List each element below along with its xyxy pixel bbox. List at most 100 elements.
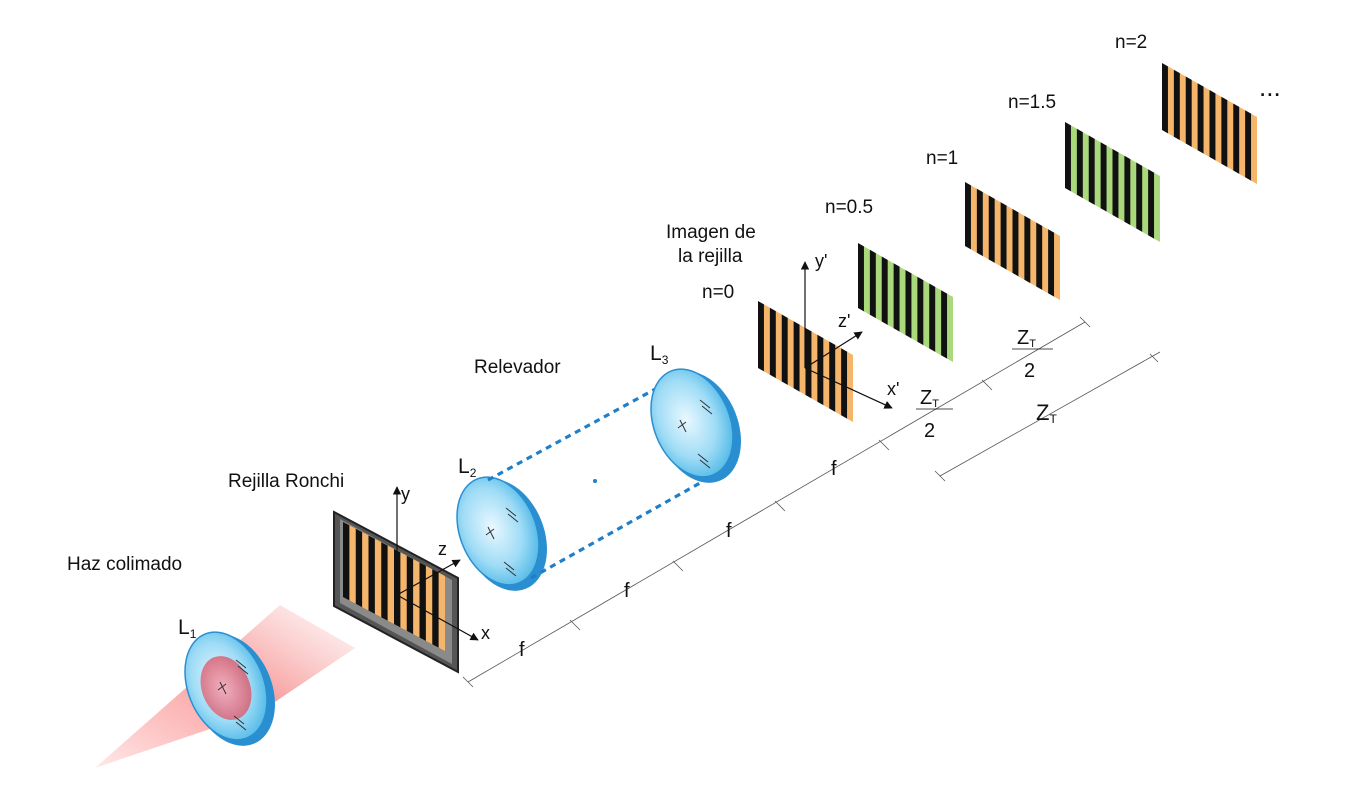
grating-stripe [1148, 122, 1155, 242]
grating-stripe [1012, 182, 1019, 300]
grating-stripe [1142, 122, 1149, 242]
lens-L3 [650, 368, 741, 483]
grating-stripe [349, 522, 357, 651]
label-f-4: f [831, 458, 837, 480]
label-zt-half-1-num: ZT [920, 387, 939, 410]
grating-stripe [1245, 63, 1252, 184]
lens-L1 [184, 631, 275, 746]
label-n05: n=0.5 [825, 197, 873, 218]
grating-stripe [1048, 182, 1055, 300]
label-y-prime: y' [815, 251, 827, 271]
grating-stripe [1054, 182, 1060, 300]
grating-stripe [988, 182, 995, 300]
grating-stripe [763, 301, 771, 422]
label-haz-colimado: Haz colimado [67, 554, 182, 575]
grating-stripe [863, 243, 871, 362]
grating-stripe [817, 301, 824, 422]
grating-stripe [374, 522, 382, 651]
grating-stripe [881, 243, 888, 362]
grating-stripe [1000, 182, 1007, 300]
label-n2: n=2 [1115, 32, 1147, 53]
grating-stripe [941, 243, 948, 362]
grating-stripe [887, 243, 894, 362]
label-imagen-line1: Imagen de [666, 222, 756, 243]
grating-stripe [935, 243, 942, 362]
grating-stripe [1024, 182, 1031, 300]
grating-stripe [419, 522, 427, 651]
grating-stripe [1065, 122, 1072, 242]
grating-stripe [1094, 122, 1101, 242]
grating-stripe [917, 243, 924, 362]
grating-stripe [343, 522, 350, 651]
grating-n15 [1065, 122, 1160, 242]
grating-stripe [899, 243, 906, 362]
grating-stripe [1173, 63, 1181, 184]
grating-stripe [781, 301, 788, 422]
grating-n0 [758, 301, 853, 422]
image-plane-axes [800, 261, 893, 409]
grating-stripe [787, 301, 794, 422]
grating-stripe [368, 522, 376, 651]
grating-stripe [1118, 122, 1125, 242]
grating-stripe [1018, 182, 1025, 300]
grating-stripe [965, 182, 972, 300]
grating-stripe [875, 243, 883, 362]
grating-stripe [869, 243, 877, 362]
grating-stripe [858, 243, 865, 362]
label-L3: L3 [650, 342, 669, 367]
relay-lines [487, 378, 717, 580]
label-rejilla-ronchi: Rejilla Ronchi [228, 471, 344, 492]
label-zt-half-1-den: 2 [924, 420, 935, 442]
label-x-prime: x' [887, 379, 899, 399]
grating-stripe [432, 522, 439, 651]
grating-stripe [1106, 122, 1113, 242]
grating-stripe [1162, 63, 1169, 184]
label-imagen-line2: la rejilla [678, 246, 743, 267]
grating-stripe [1185, 63, 1192, 184]
grating-stripe [982, 182, 990, 300]
grating-stripe [1209, 63, 1216, 184]
grating-stripe [406, 522, 414, 651]
grating-stripe [799, 301, 806, 422]
grating-stripe [929, 243, 936, 362]
label-n0: n=0 [702, 282, 734, 303]
grating-stripe [847, 301, 853, 422]
grating-stripe [1088, 122, 1095, 242]
grating-stripe [1100, 122, 1107, 242]
grating-stripe [1179, 63, 1187, 184]
grating-stripe [758, 301, 765, 422]
grating-stripe [893, 243, 900, 362]
grating-stripe [835, 301, 842, 422]
grating-stripe [976, 182, 984, 300]
grating-stripe [994, 182, 1001, 300]
ronchi-grating [333, 510, 459, 674]
label-z: z [438, 539, 447, 559]
grating-stripe [1203, 63, 1210, 184]
grating-stripe [1215, 63, 1222, 184]
label-zt-half-2-num: ZT [1017, 327, 1036, 350]
grating-stripe [1136, 122, 1143, 242]
label-f-1: f [519, 639, 525, 661]
grating-stripe [775, 301, 783, 422]
grating-stripe [400, 522, 408, 651]
grating-stripe [905, 243, 912, 362]
grating-stripe [1042, 182, 1049, 300]
grating-stripe [1130, 122, 1137, 242]
label-y: y [401, 484, 410, 504]
label-zt-half-2-den: 2 [1024, 360, 1035, 382]
grating-stripe [1030, 182, 1037, 300]
grating-stripe [769, 301, 777, 422]
grating-stripe [1082, 122, 1090, 242]
label-ellipsis: ... [1259, 72, 1281, 102]
grating-stripe [1076, 122, 1084, 242]
grating-n05 [858, 243, 953, 362]
ronchi-axes [392, 486, 479, 641]
grating-stripe [947, 243, 953, 362]
grating-n2 [1162, 63, 1257, 184]
grating-stripe [793, 301, 800, 422]
grating-stripe [970, 182, 978, 300]
grating-stripe [1197, 63, 1204, 184]
grating-stripe [1070, 122, 1078, 242]
grating-stripe [1191, 63, 1198, 184]
